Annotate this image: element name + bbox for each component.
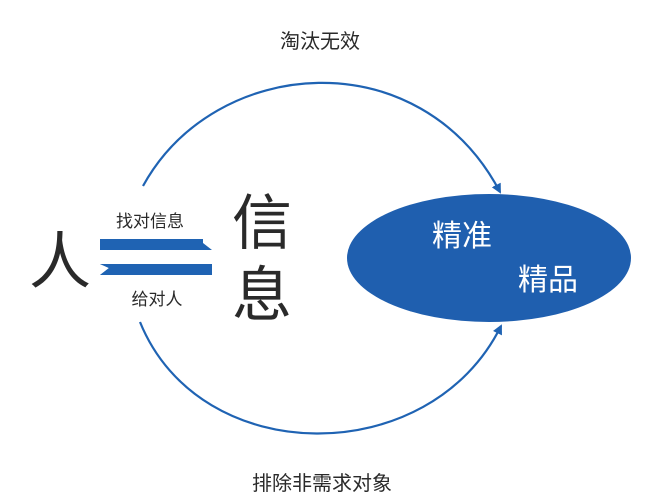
person-label: 人 <box>29 225 91 298</box>
info-label-line2: 息 <box>232 261 292 331</box>
bottom-arc-label: 排除非需求对象 <box>252 471 392 495</box>
ellipse-label-line2: 精品 <box>518 263 578 298</box>
result-ellipse <box>347 194 631 322</box>
arrow-right <box>100 239 212 250</box>
bottom-arc <box>138 321 502 435</box>
top-arc-label: 淘汰无效 <box>280 29 360 53</box>
arrow-right-label: 找对信息 <box>116 212 184 232</box>
ellipse-label-line1: 精准 <box>432 219 492 254</box>
arrow-left-tip <box>100 264 212 275</box>
info-label-line1: 信 <box>232 189 292 259</box>
top-arc <box>142 81 501 194</box>
arrow-left-label: 给对人 <box>132 290 183 310</box>
